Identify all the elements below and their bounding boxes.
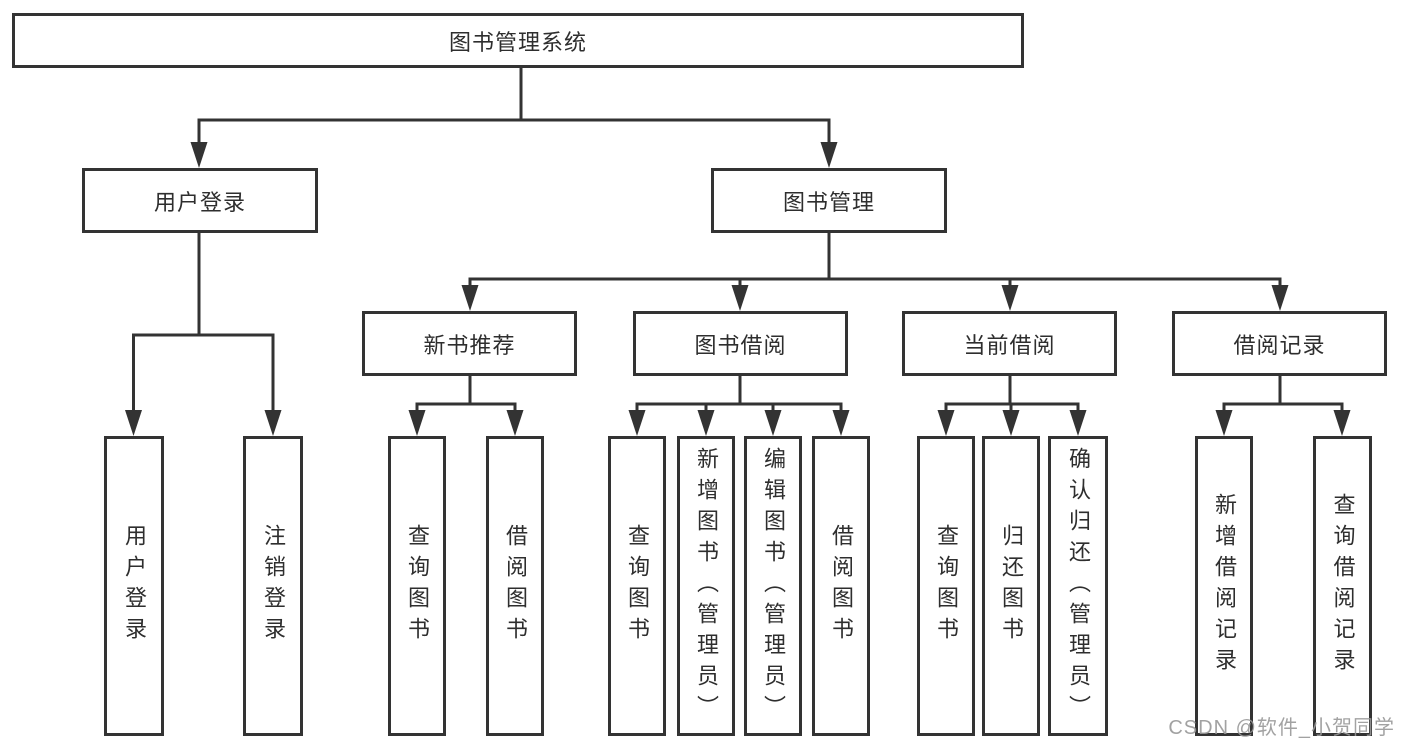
node-book-borrowing: 图书借阅 [633,311,848,376]
leaf-bb-edit-book-admin: 编辑图书（管理员） [744,436,802,736]
leaf-user-login: 用户登录 [104,436,164,736]
node-current-borrowing: 当前借阅 [902,311,1117,376]
leaf-nbr-query-books: 查询图书 [388,436,446,736]
arrowheads [125,142,1351,436]
leaf-bb-query-books: 查询图书 [608,436,666,736]
leaf-logout-login: 注销登录 [243,436,303,736]
leaf-cb-return-books: 归还图书 [982,436,1040,736]
node-borrowing-records: 借阅记录 [1172,311,1387,376]
node-library-management-system: 图书管理系统 [12,13,1024,68]
leaf-br-add-borrow-record: 新增借阅记录 [1195,436,1253,736]
node-new-book-recommend: 新书推荐 [362,311,577,376]
leaf-br-query-borrow-record: 查询借阅记录 [1313,436,1372,736]
leaf-cb-query-books: 查询图书 [917,436,975,736]
node-user-login: 用户登录 [82,168,318,233]
csdn-watermark: CSDN @软件_小贺同学 [1168,717,1395,739]
leaf-bb-borrow-books: 借阅图书 [812,436,870,736]
node-book-management: 图书管理 [711,168,947,233]
leaf-nbr-borrow-books: 借阅图书 [486,436,544,736]
leaf-bb-add-book-admin: 新增图书（管理员） [677,436,735,736]
leaf-cb-confirm-return-admin: 确认归还（管理员） [1048,436,1108,736]
